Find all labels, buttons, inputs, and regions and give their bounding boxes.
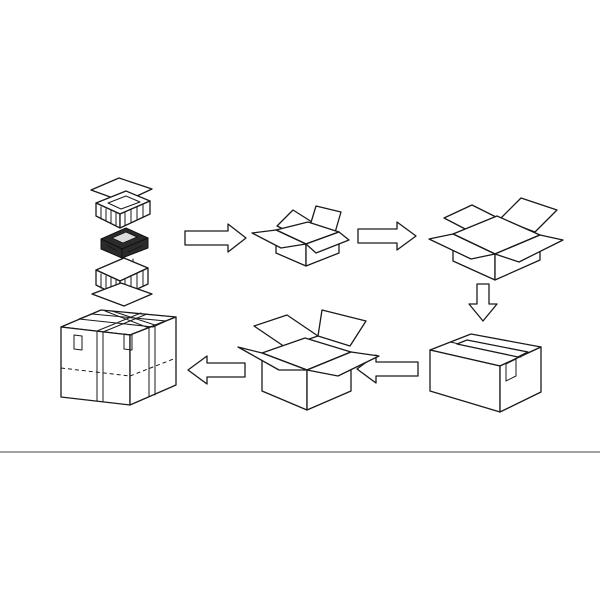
corner-tab-right [123, 333, 133, 351]
upper-tray [95, 190, 151, 229]
step-2-small-open-box-icon [251, 205, 350, 267]
arrow-step-5-to-6 [187, 355, 246, 385]
arrow-step-4-to-5 [356, 354, 419, 384]
arrow-step-1-to-2 [184, 223, 247, 253]
tape-strip [456, 339, 529, 358]
step-6-strapped-shipping-carton-icon [60, 309, 177, 406]
step-4-taped-closed-box-icon [429, 333, 542, 413]
product-unit [100, 227, 149, 259]
step-3-large-flattened-open-box-icon [428, 197, 564, 281]
arrow-step-2-to-3 [357, 221, 417, 251]
step-1-exploded-product-tray-icon [90, 177, 153, 307]
arrow-step-3-to-4 [468, 283, 498, 322]
bottom-sheet [91, 282, 153, 307]
step-5-open-outer-box-icon [237, 309, 380, 411]
corner-tab-left [73, 334, 83, 351]
